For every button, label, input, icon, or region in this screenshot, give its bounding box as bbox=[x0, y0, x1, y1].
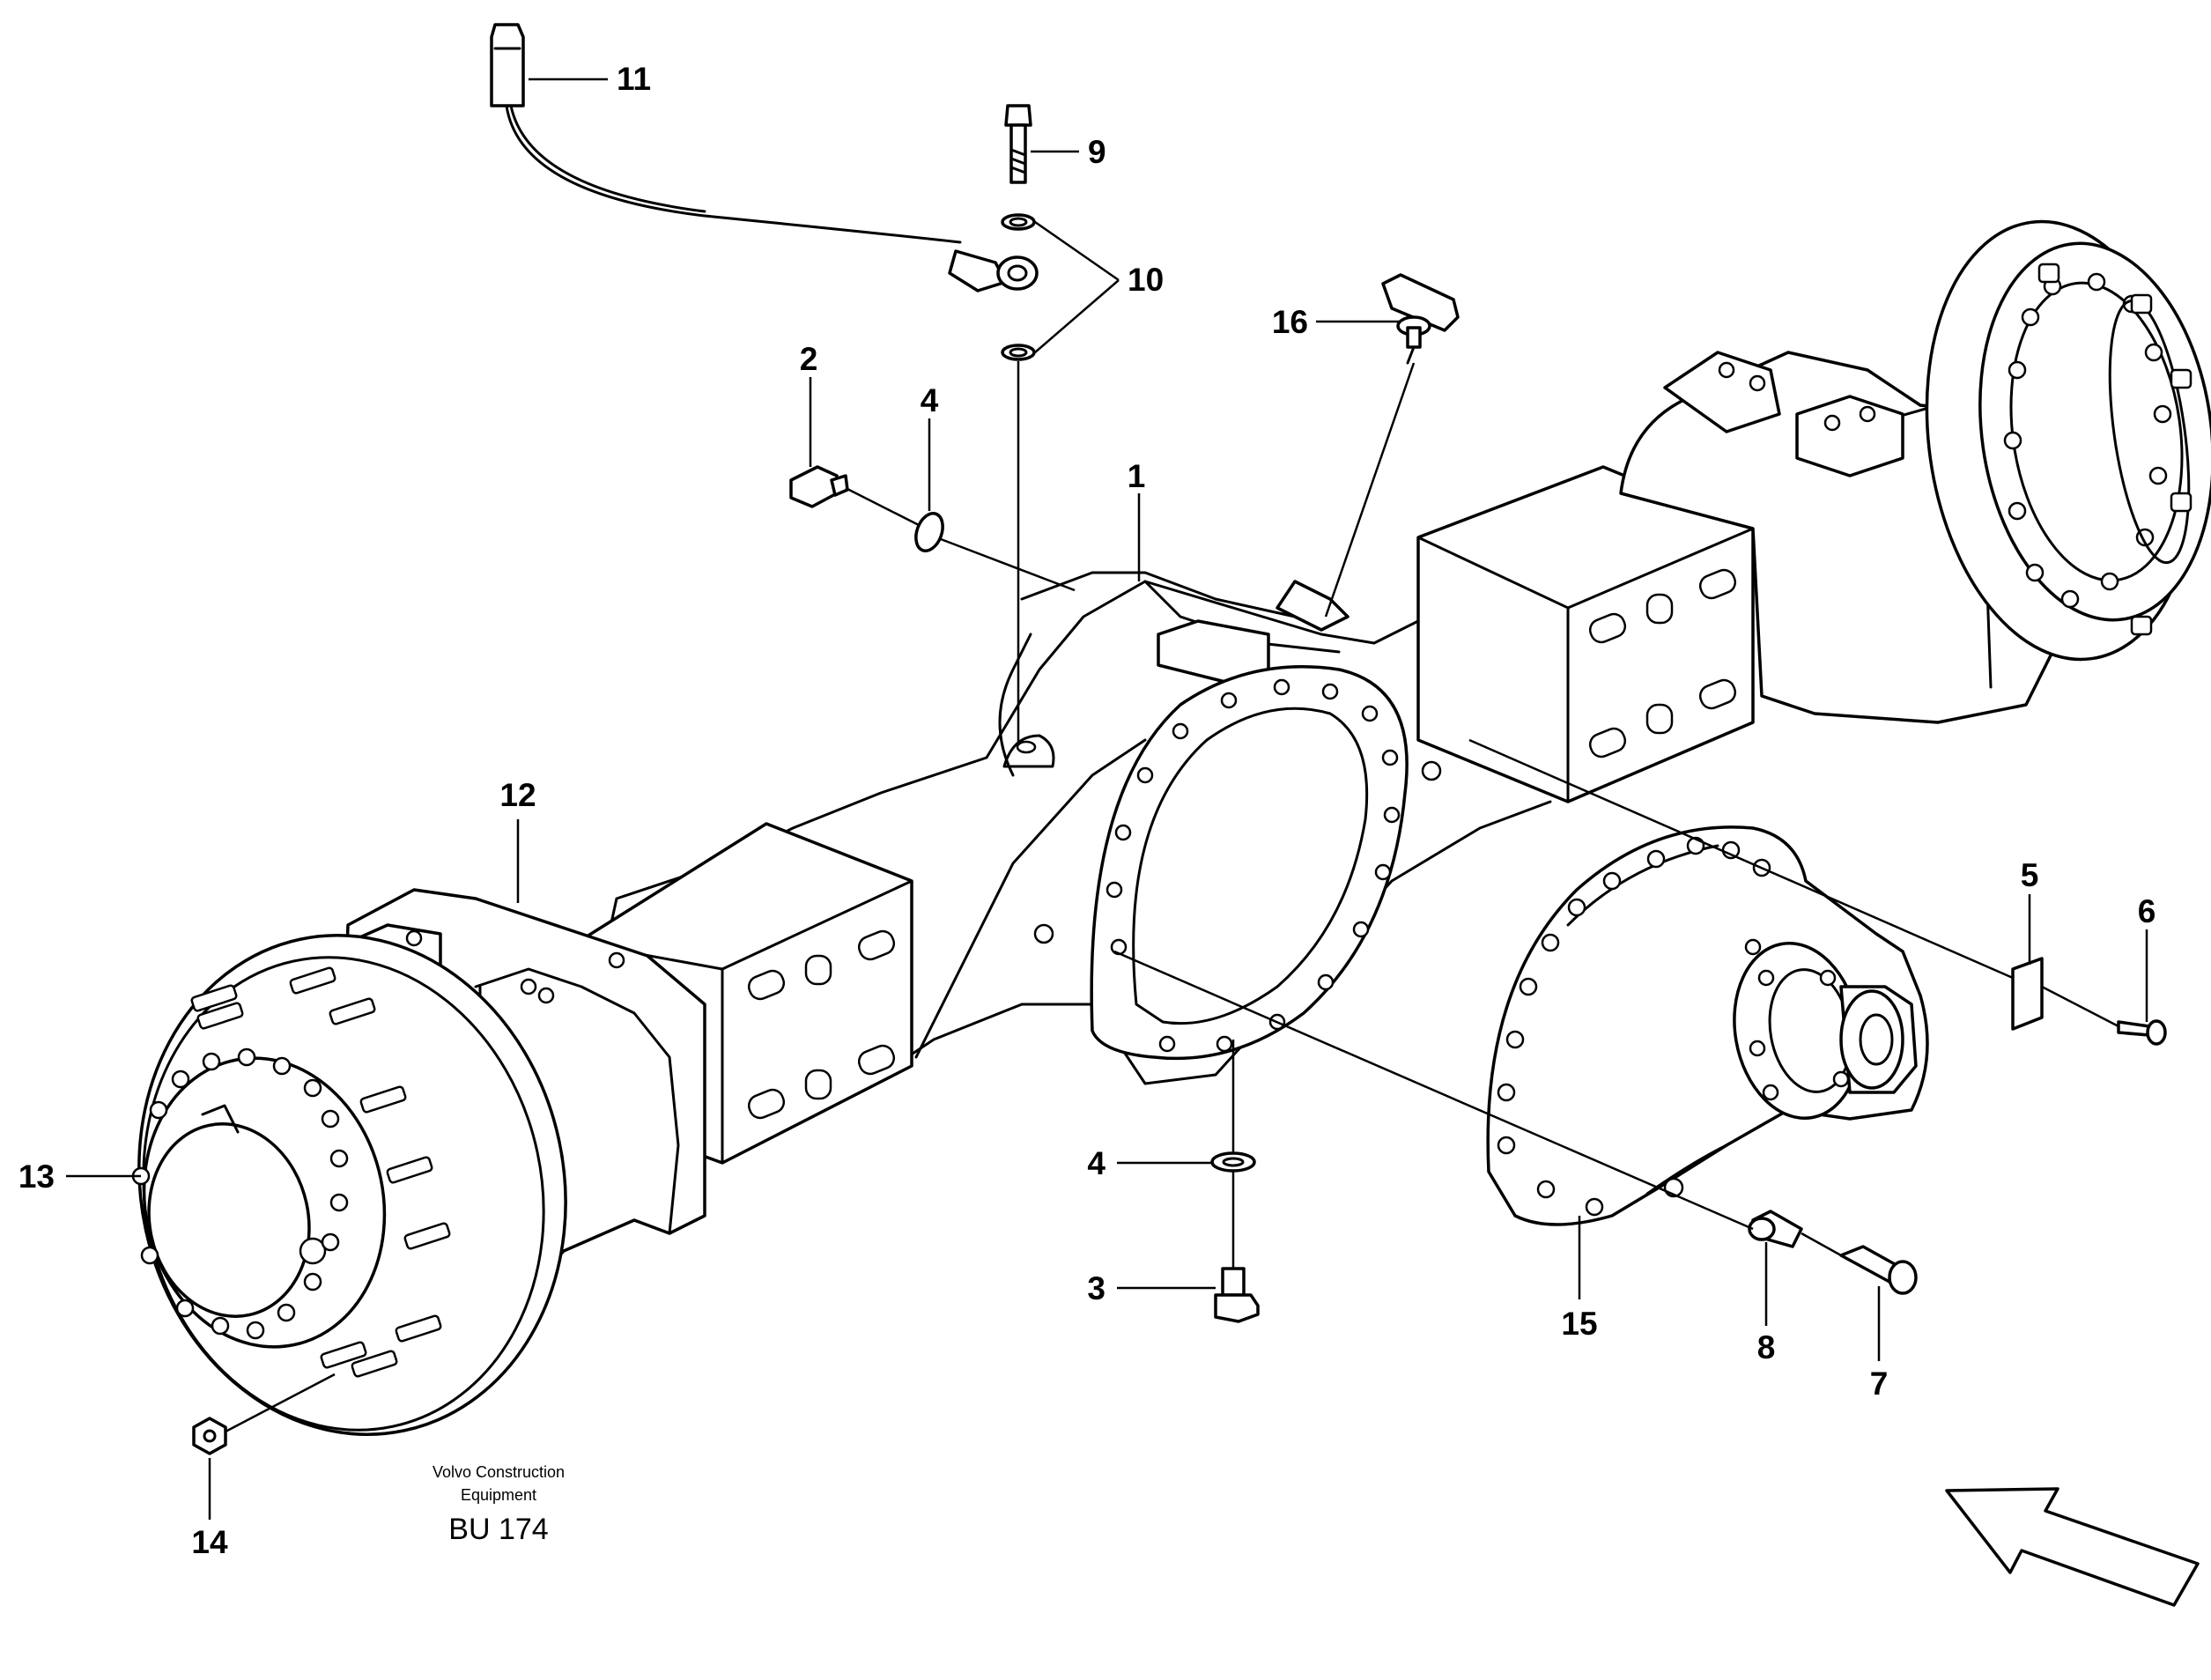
callout-leaders bbox=[66, 78, 2148, 1520]
drain-plug bbox=[1214, 1267, 1260, 1323]
banjo-bolt bbox=[1004, 104, 1032, 184]
sleeve-8 bbox=[1748, 1210, 1803, 1248]
hose-fitting bbox=[490, 23, 962, 244]
plate bbox=[2011, 957, 2044, 1031]
callout-16: 16 bbox=[1272, 304, 1308, 340]
axle-housing bbox=[584, 456, 1755, 1147]
differential-flange-ring bbox=[1033, 665, 1442, 1061]
callout-4-upper: 4 bbox=[921, 382, 939, 418]
wheel-nut bbox=[192, 1417, 227, 1455]
callout-5: 5 bbox=[2021, 857, 2039, 893]
banjo-washers bbox=[1001, 213, 1036, 361]
right-axle-box bbox=[1416, 465, 1755, 803]
callout-3: 3 bbox=[1087, 1270, 1106, 1306]
callout-1: 1 bbox=[1128, 458, 1146, 494]
callout-8: 8 bbox=[1757, 1329, 1776, 1365]
drawing-code: BU 174 bbox=[448, 1513, 548, 1546]
callout-10: 10 bbox=[1128, 262, 1164, 298]
maker-name: Volvo Construction bbox=[433, 1463, 565, 1481]
breather bbox=[1381, 273, 1460, 365]
right-wheel-hub bbox=[1925, 219, 2211, 662]
sealing-washer-lower bbox=[1210, 1151, 1256, 1173]
left-wheel-hub bbox=[131, 934, 567, 1436]
callout-7: 7 bbox=[1870, 1365, 1889, 1402]
callout-14: 14 bbox=[191, 1524, 228, 1560]
callout-11: 11 bbox=[617, 61, 651, 97]
callout-12: 12 bbox=[499, 777, 536, 813]
callout-labels: 1 2 3 4 4 5 6 7 8 9 10 11 12 13 14 15 16 bbox=[18, 61, 2156, 1560]
callout-2: 2 bbox=[800, 341, 818, 377]
callout-13: 13 bbox=[18, 1158, 55, 1195]
bolt-7 bbox=[1839, 1245, 1918, 1295]
maker-name-line2: Equipment bbox=[461, 1486, 536, 1504]
assembly-lines bbox=[225, 361, 2119, 1433]
drawing-footer: Volvo Construction Equipment BU 174 bbox=[433, 1463, 565, 1546]
callout-4-lower: 4 bbox=[1087, 1145, 1106, 1181]
screw-6 bbox=[2117, 1019, 2167, 1046]
sealing-washer-upper bbox=[914, 512, 944, 552]
banjo-fitting bbox=[948, 249, 1039, 292]
filler-plug bbox=[789, 465, 849, 508]
callout-9: 9 bbox=[1088, 134, 1106, 170]
direction-arrow-icon bbox=[1945, 1487, 2200, 1607]
callout-15: 15 bbox=[1561, 1306, 1597, 1342]
callout-6: 6 bbox=[2138, 893, 2156, 929]
differential-carrier bbox=[1486, 825, 1929, 1226]
